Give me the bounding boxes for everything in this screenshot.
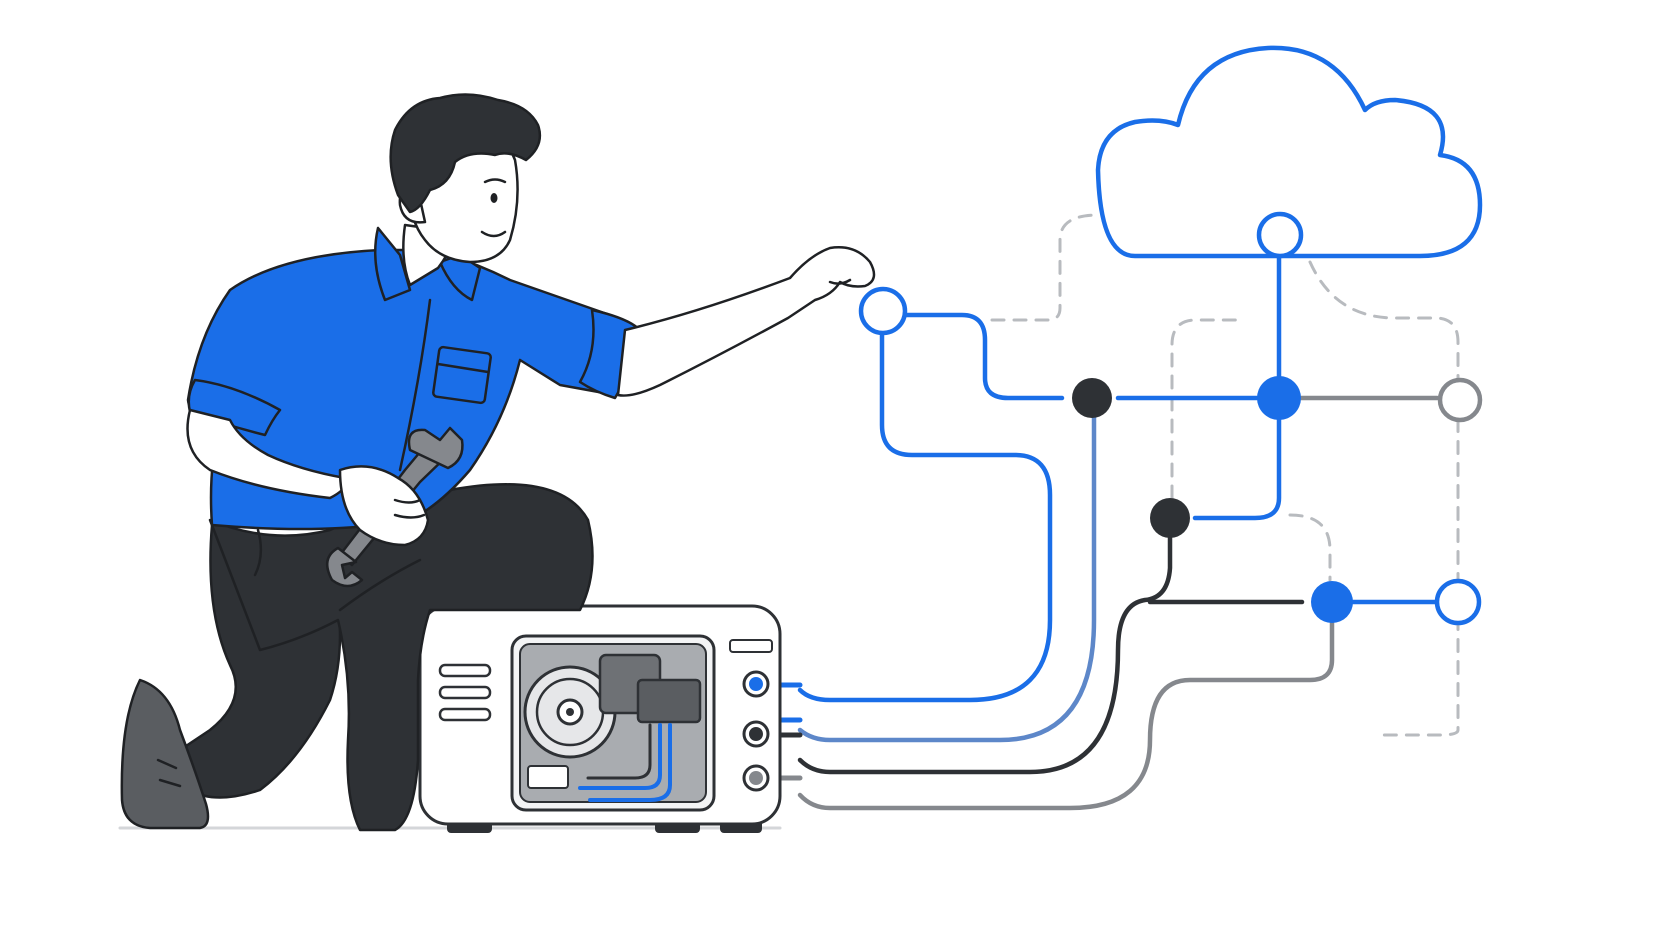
node-gray-open: [1437, 377, 1483, 423]
unit-side-rail: [729, 639, 773, 653]
dark-wire-upper: [797, 535, 1173, 775]
node-hand-open: [858, 286, 908, 336]
eye: [490, 193, 498, 203]
pants-seam: [338, 558, 422, 612]
smile: [480, 230, 507, 238]
cloud-node-open: [1256, 211, 1304, 259]
port-dark-core: [749, 727, 763, 741]
pants-crease: [253, 528, 263, 577]
vent-slot-3: [438, 707, 492, 722]
shoe-laces: [156, 758, 182, 788]
blue-wire-cloud-drop: [1192, 253, 1282, 521]
node-dark-1: [1072, 378, 1112, 418]
vent-slot-1: [438, 663, 492, 678]
hair: [389, 93, 542, 214]
eyebrow: [483, 178, 507, 184]
knuckle-lines: [393, 498, 426, 519]
internal-wire-dark: [586, 723, 652, 780]
node-blue-center: [1257, 376, 1301, 420]
wrench-head-bottom: [325, 546, 364, 588]
dashed-guide-mid: [1170, 318, 1242, 522]
fan-hub-center: [566, 708, 574, 716]
finger-detail: [828, 278, 852, 285]
lower-arm: [186, 408, 348, 500]
port-blue-core: [749, 677, 763, 691]
dashed-guide-cloud: [1308, 260, 1460, 737]
wrench-head-top: [407, 426, 464, 470]
shirt-collar-right: [438, 253, 482, 302]
sleeve-cuff-left: [187, 378, 282, 437]
cloud-outline: [1095, 45, 1483, 259]
cloud-icon: [1095, 45, 1483, 259]
dashed-guides: [990, 213, 1460, 737]
network-nodes: [858, 286, 1483, 626]
dashed-guide-left: [990, 213, 1100, 322]
shirt-collar-left: [373, 226, 412, 302]
internal-wire-blue: [578, 723, 662, 790]
node-dark-2: [1150, 498, 1190, 538]
shoe: [120, 678, 210, 830]
unit-label-plate: [527, 765, 569, 789]
blue-wire-to-panel: [797, 415, 1097, 743]
shirt-pocket: [432, 345, 492, 405]
dashed-guide-small: [1288, 513, 1332, 582]
person: [120, 93, 876, 832]
internal-wire-blue-2: [588, 723, 672, 802]
vent-slot-2: [438, 685, 492, 700]
shirt-pocket-flap: [436, 362, 490, 374]
motor-cap: [636, 678, 702, 724]
raised-arm: [616, 246, 876, 397]
node-blue-lower: [1311, 581, 1353, 623]
hand-holding-wrench: [338, 465, 430, 547]
gray-wire-lower: [797, 619, 1335, 811]
blue-wire-branch: [899, 312, 1065, 401]
blue-wire-main: [797, 309, 1053, 703]
port-gray-core: [749, 771, 763, 785]
air-conditioner-unit: [418, 604, 782, 833]
node-blue-open: [1434, 578, 1482, 626]
shirt-placket: [398, 298, 432, 472]
